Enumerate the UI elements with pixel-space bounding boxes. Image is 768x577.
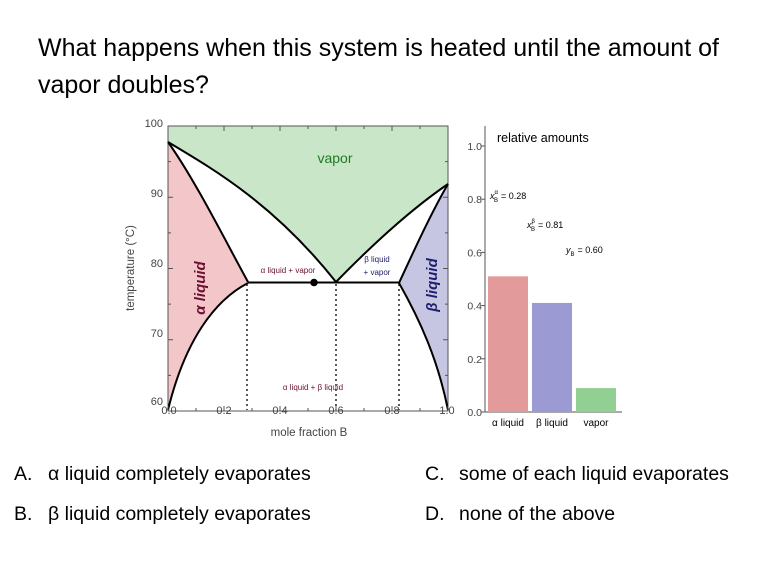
phase-diagram-ticks — [167, 125, 449, 412]
relative-amounts-chart: 0.0 0.2 0.4 0.6 0.8 1.0 α liquid β liquid vapor… — [467, 126, 622, 429]
alpha-liquid-vapor-label: α liquid + vapor — [261, 266, 316, 275]
alpha-beta-liquid-label: α liquid + β liquid — [283, 383, 343, 392]
alpha-solvus-upper-curve — [167, 141, 249, 283]
bar-y-tick-label: 0.6 — [467, 247, 482, 259]
alpha-liquidus-curve — [167, 141, 337, 283]
beta-liquid-label: β liquid — [424, 257, 441, 312]
x-tick-label: 0.4 — [272, 405, 287, 417]
x-tick-label: 1.0 — [439, 405, 454, 417]
question-text: What happens when this system is heated … — [38, 34, 719, 99]
x-tick-label: 0.6 — [328, 405, 343, 417]
answer-option-d[interactable]: D. none of the above — [425, 502, 615, 526]
y-axis-label: temperature (°C) — [125, 225, 137, 311]
beta-solvus-upper-curve — [398, 183, 449, 284]
bar-y-tick-label: 0.8 — [467, 194, 482, 206]
answer-text: some of each liquid evaporates — [459, 463, 729, 485]
y-tick-label: 70 — [151, 328, 163, 340]
answer-text: β liquid completely evaporates — [48, 503, 311, 525]
composition-label-vapor: yB= 0.60 — [565, 245, 603, 258]
vapor-label: vapor — [317, 150, 352, 166]
beta-solvus-lower-curve — [398, 282, 449, 411]
answer-text: α liquid completely evaporates — [48, 463, 311, 485]
beta-liquid-region — [399, 184, 448, 410]
bar-1 — [488, 276, 528, 412]
bar-3 — [576, 388, 616, 412]
system-point — [310, 278, 318, 287]
bar-y-tick-label: 0.4 — [467, 301, 482, 313]
bar-y-tick-label: 0.0 — [467, 407, 482, 419]
answer-letter: D. — [425, 503, 445, 525]
bar-y-tick-label: 1.0 — [467, 141, 482, 153]
bar-chart-ticks — [481, 145, 485, 413]
x-axis-label: mole fraction B — [271, 427, 348, 439]
bar-category-label: α liquid — [492, 418, 524, 429]
answer-text: none of the above — [459, 503, 616, 525]
answer-option-c[interactable]: C. some of each liquid evaporates — [425, 462, 729, 486]
answer-option-b[interactable]: B. β liquid completely evaporates — [14, 502, 311, 526]
vapor-region — [168, 126, 448, 282]
bar-y-tick-label: 0.2 — [467, 354, 482, 366]
answer-option-a[interactable]: A. α liquid completely evaporates — [14, 462, 311, 486]
y-tick-label: 80 — [151, 258, 163, 270]
bar-2 — [532, 302, 572, 412]
beta-liquid-vapor-label: β liquid — [364, 255, 390, 264]
bar-category-label: β liquid — [536, 418, 568, 429]
bar-category-label: vapor — [583, 418, 609, 429]
alpha-liquid-label: α liquid — [192, 260, 209, 314]
y-tick-label: 100 — [145, 118, 163, 130]
answer-letter: A. — [14, 463, 33, 485]
y-tick-label: 60 — [151, 396, 163, 408]
answer-letter: C. — [425, 463, 445, 485]
y-tick-label: 90 — [151, 188, 163, 200]
x-tick-label: 0.8 — [384, 405, 399, 417]
beta-liquid-vapor-label: + vapor — [364, 268, 391, 277]
x-tick-label: 0.2 — [216, 405, 231, 417]
x-tick-label: 0.0 — [161, 405, 176, 417]
beta-liquidus-curve — [335, 183, 449, 283]
phase-diagram: 100 90 80 70 60 0.0 0.2 0.4 0.6 0.8 1.0 … — [125, 118, 455, 439]
bar-chart-title: relative amounts — [497, 131, 589, 145]
answer-letter: B. — [14, 503, 33, 525]
alpha-solvus-lower-curve — [167, 282, 249, 411]
alpha-liquid-region — [168, 142, 248, 410]
